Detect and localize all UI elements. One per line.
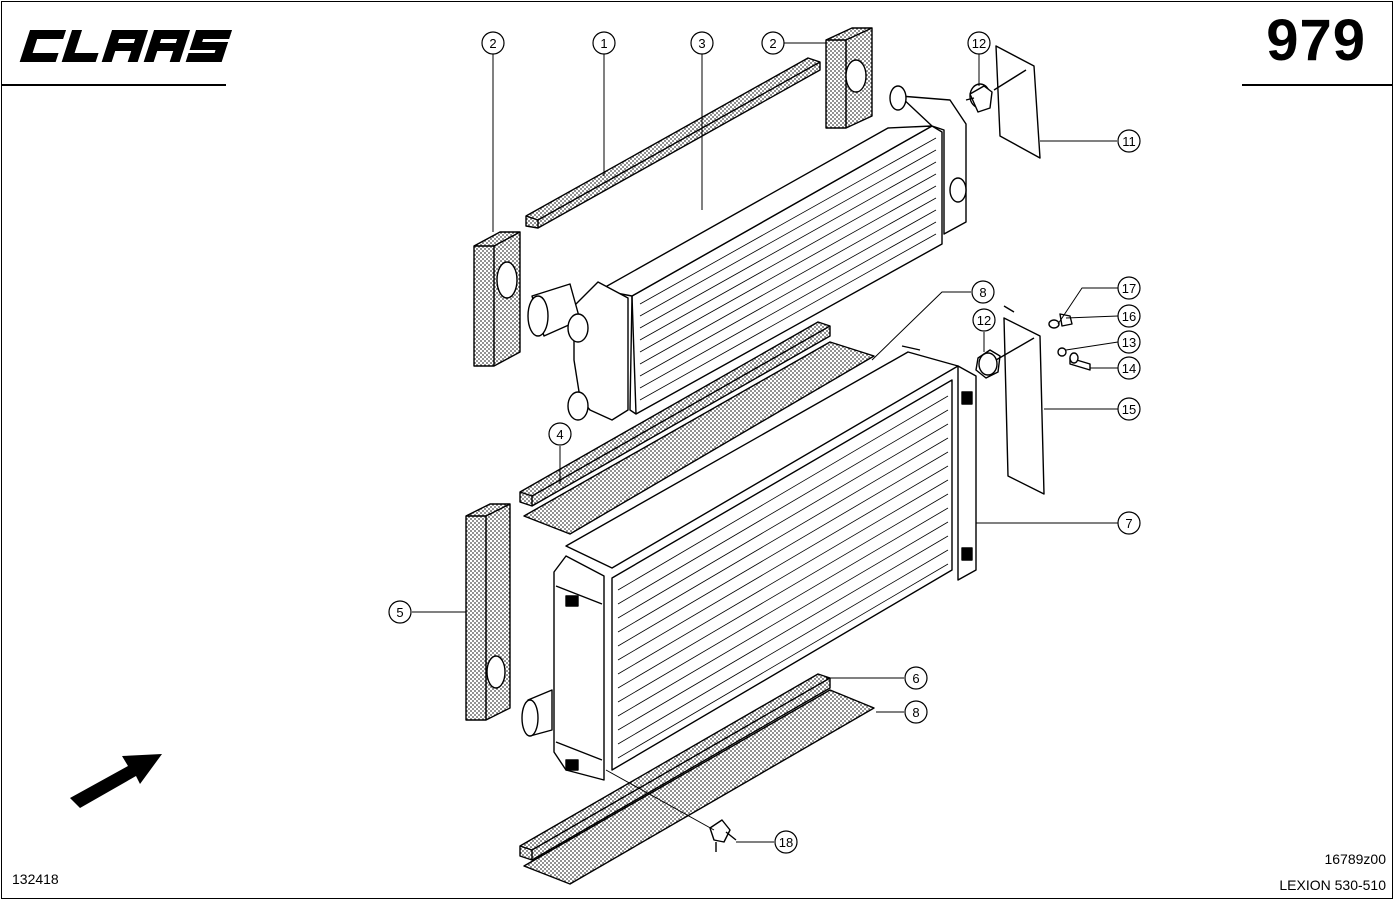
callout-2b: 2	[761, 31, 785, 55]
svg-text:3: 3	[698, 36, 705, 51]
callout-16: 16	[1117, 304, 1141, 328]
svg-text:6: 6	[912, 671, 919, 686]
seal-pad-upper-left	[473, 231, 521, 367]
bracket-plate-upper	[993, 45, 1041, 159]
charge-air-cooler	[527, 85, 967, 421]
callout-2a: 2	[481, 31, 505, 55]
seal-pad-lower-left	[465, 503, 511, 721]
callout-6: 6	[904, 666, 928, 690]
claas-logo	[19, 30, 233, 62]
callout-8b: 8	[904, 700, 928, 724]
svg-text:2: 2	[489, 36, 496, 51]
bracket-plate-lower	[995, 305, 1045, 495]
svg-text:18: 18	[779, 835, 793, 850]
rubber-mount-lower	[975, 349, 1001, 379]
svg-text:5: 5	[396, 605, 403, 620]
svg-text:13: 13	[1122, 335, 1136, 350]
svg-text:8: 8	[912, 705, 919, 720]
page-number: 979	[1266, 8, 1366, 73]
svg-text:15: 15	[1122, 402, 1136, 417]
direction-arrow-icon	[70, 754, 162, 808]
foam-strip-middle	[519, 321, 831, 507]
rubber-mount-upper	[965, 83, 993, 113]
fastener-set	[1048, 313, 1091, 371]
callout-13: 13	[1117, 330, 1141, 354]
foam-sheet-lower	[523, 689, 875, 885]
svg-text:1: 1	[600, 36, 607, 51]
svg-text:16: 16	[1122, 309, 1136, 324]
svg-text:12: 12	[977, 313, 991, 328]
header-rule-left	[2, 84, 226, 86]
callout-5: 5	[388, 600, 412, 624]
callout-1: 1	[592, 31, 616, 55]
svg-text:14: 14	[1122, 361, 1136, 376]
callout-12a: 12	[967, 31, 991, 55]
svg-text:11: 11	[1122, 134, 1136, 149]
seal-pad-upper-right	[825, 27, 873, 129]
callout-11: 11	[1117, 129, 1141, 153]
svg-text:12: 12	[972, 36, 986, 51]
svg-text:17: 17	[1122, 281, 1136, 296]
header-rule-right	[1242, 84, 1392, 86]
svg-text:2: 2	[769, 36, 776, 51]
water-radiator	[521, 345, 977, 781]
callout-17: 17	[1117, 276, 1141, 300]
callout-14: 14	[1117, 356, 1141, 380]
callout-12b: 12	[972, 308, 996, 332]
drain-valve	[709, 819, 737, 852]
foam-strip-lower	[519, 673, 831, 861]
leader-lines	[412, 40, 1119, 843]
drawing-id: 16789z00	[1324, 851, 1386, 867]
svg-text:7: 7	[1125, 516, 1132, 531]
foam-sheet-middle	[523, 341, 875, 535]
callout-18: 18	[774, 830, 798, 854]
foam-strip-top	[525, 57, 821, 229]
drawing-reference: 132418	[12, 871, 59, 887]
callout-8a: 8	[971, 280, 995, 304]
model-label: LEXION 530-510	[1279, 877, 1386, 893]
callout-15: 15	[1117, 397, 1141, 421]
callout-4: 4	[548, 422, 572, 446]
svg-text:4: 4	[556, 427, 563, 442]
callout-7: 7	[1117, 511, 1141, 535]
callouts: 2 1 3 2 12 11	[388, 31, 1141, 854]
callout-3: 3	[690, 31, 714, 55]
svg-text:8: 8	[979, 285, 986, 300]
